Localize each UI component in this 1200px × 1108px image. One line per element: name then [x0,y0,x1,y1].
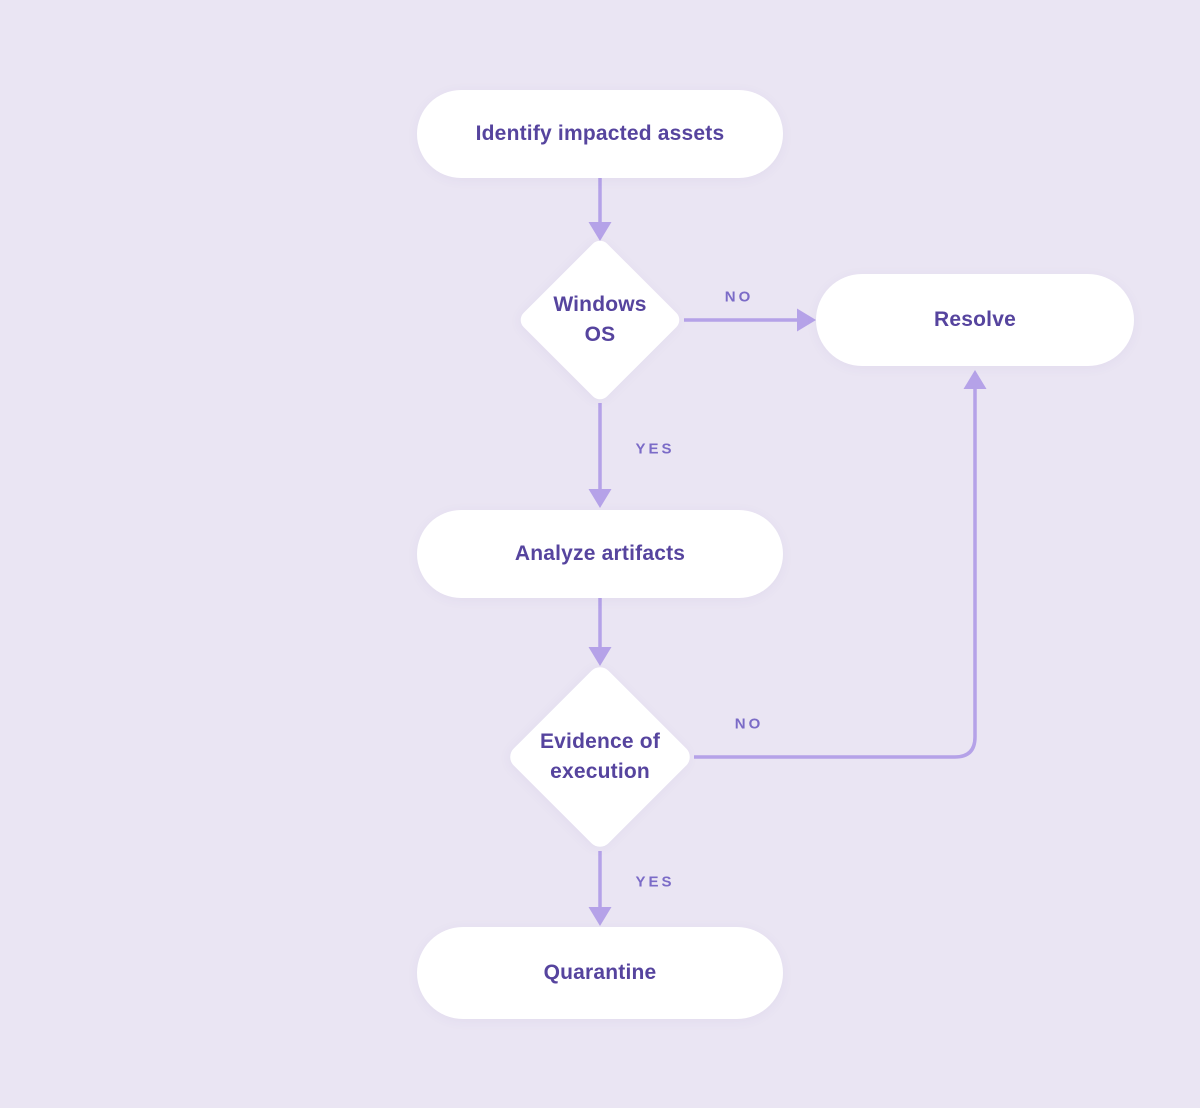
edge-identify-to-windows [588,178,612,241]
arrowhead-down-icon [588,489,612,508]
arrowhead-up-icon [963,370,987,389]
node-analyze-artifacts: Analyze artifacts [417,510,783,598]
edge-label-evidence-yes: YES [635,873,675,891]
node-label: Resolve [934,308,1016,331]
edge-windows-to-analyze-yes [588,403,612,508]
edge-label-evidence-no: NO [734,715,764,733]
node-decision-windows-os: Windows OS [516,236,684,404]
arrowhead-down-icon [588,222,612,241]
arrowhead-right-icon [797,308,816,332]
edge-evidence-to-quarantine-yes [588,851,612,926]
node-label: Windows OS [517,237,683,403]
node-quarantine: Quarantine [417,927,783,1019]
arrowhead-down-icon [588,647,612,666]
node-label-line2: execution [550,760,650,783]
node-label-line1: Evidence of [539,729,661,753]
node-label: Evidence of execution [506,663,694,851]
node-label: Quarantine [543,961,657,984]
edge-windows-to-resolve-no [684,308,816,332]
edge-analyze-to-evidence [588,598,612,666]
node-label-line2: OS [584,323,616,346]
edge-evidence-to-resolve-no [694,370,987,759]
edge-label-windows-no: NO [724,288,754,306]
node-resolve: Resolve [816,274,1134,366]
edge-label-windows-yes: YES [635,440,675,458]
node-label: Identify impacted assets [475,122,725,145]
node-label: Analyze artifacts [514,542,686,565]
node-decision-evidence-of-execution: Evidence of execution [505,662,695,852]
node-identify-impacted-assets: Identify impacted assets [417,90,783,178]
arrowhead-down-icon [588,907,612,926]
node-label-line1: Windows [553,292,647,316]
